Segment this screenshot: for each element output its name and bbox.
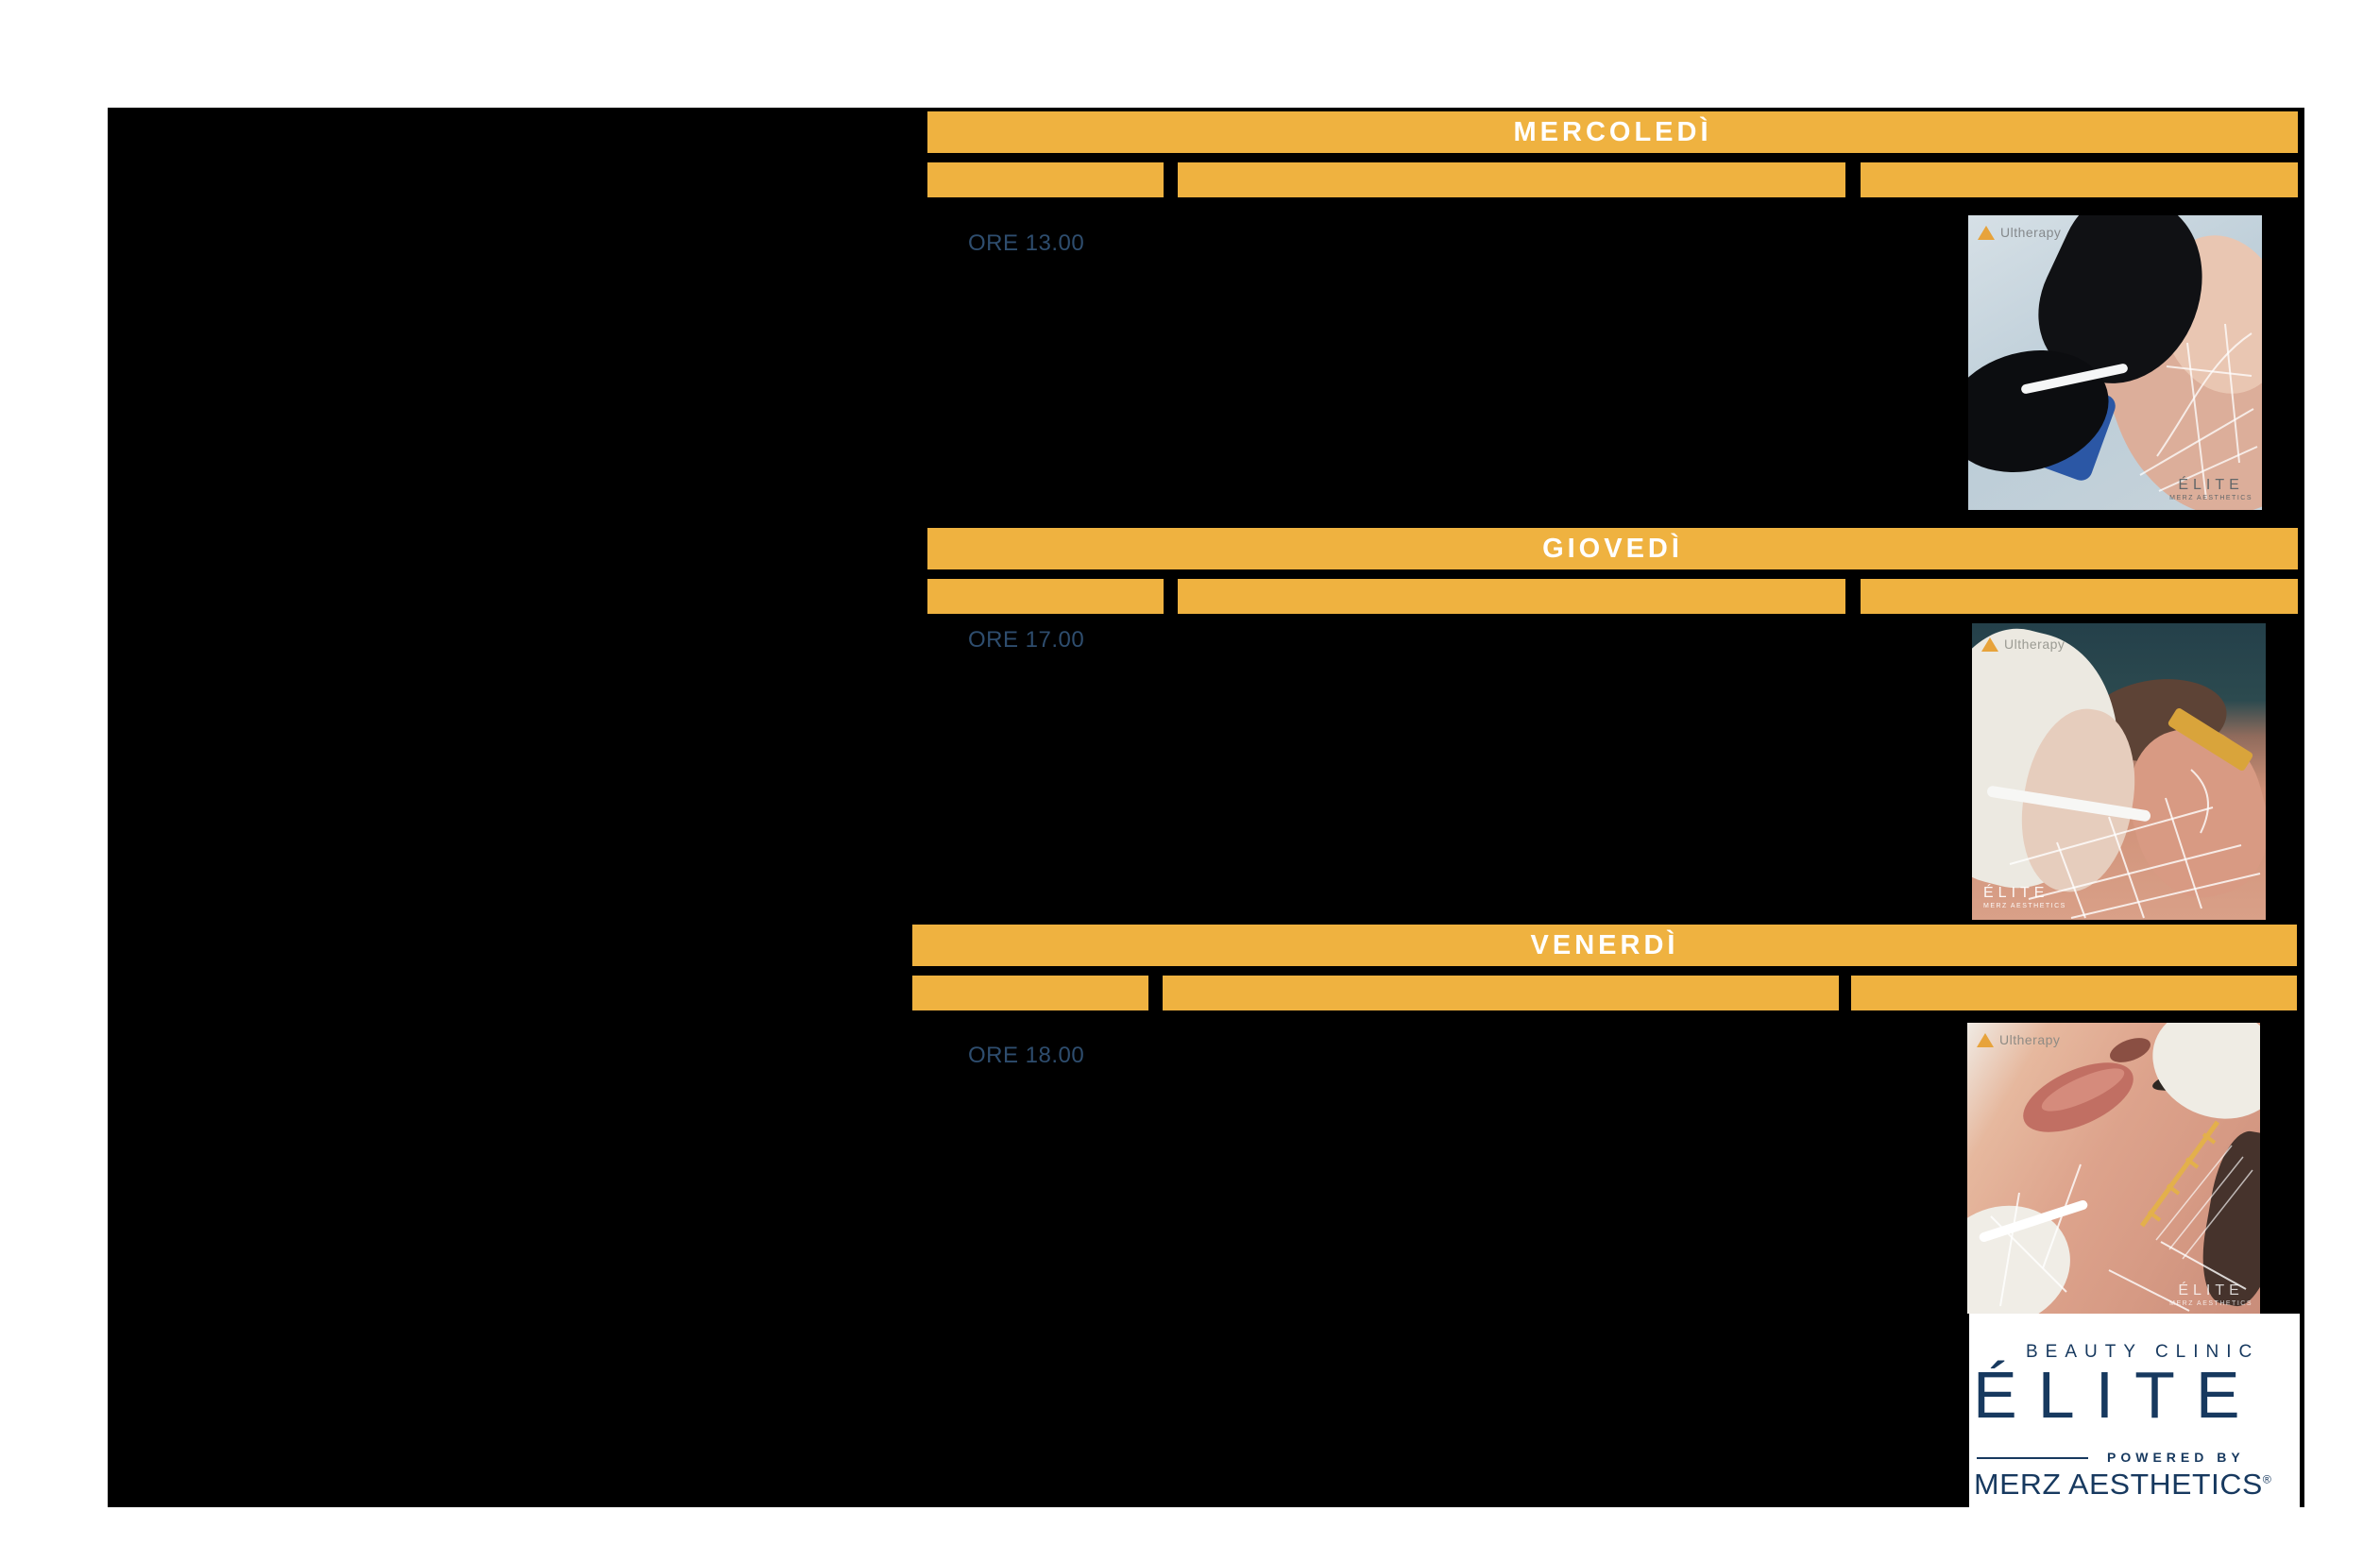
watermark-merz-text: MERZ AESTHETICS xyxy=(2169,495,2252,502)
photo2-ultherapy-logo: Ultherapy xyxy=(1981,637,2065,652)
photo1-ultherapy-logo: Ultherapy xyxy=(1978,225,2061,240)
watermark-elite-text: ÉLITE xyxy=(2178,476,2244,493)
ultherapy-brand-text: Ultherapy xyxy=(2004,637,2066,652)
day-header-giovedi: GIOVEDÌ xyxy=(927,528,2298,569)
mercoledi-subheader-bar-1 xyxy=(927,162,1164,197)
venerdi-subheader-bar-1 xyxy=(912,976,1148,1010)
treatment-photo-mercoledi: Ultherapy ÉLITE MERZ AESTHETICS xyxy=(1968,215,2262,510)
venerdi-subheader-bar-3 xyxy=(1851,976,2297,1010)
mercoledi-subheader-bar-3 xyxy=(1861,162,2298,197)
ultherapy-brand-text: Ultherapy xyxy=(1999,1032,2061,1047)
treatment-photo-giovedi: Ultherapy ÉLITE MERZ AESTHETICS xyxy=(1972,623,2266,920)
elite-clinic-logo: BEAUTY CLINIC ÉLITE POWERED BY MERZ AEST… xyxy=(1969,1314,2300,1507)
venerdi-time-label: ORE 18.00 xyxy=(968,1043,1085,1068)
watermark-merz-text: MERZ AESTHETICS xyxy=(1983,903,2066,910)
ultherapy-triangle-icon xyxy=(1981,637,1998,652)
logo-divider-line xyxy=(1977,1457,2088,1459)
merz-brand-text: MERZ AESTHETICS xyxy=(1974,1468,2263,1501)
watermark-merz-text: MERZ AESTHETICS xyxy=(2169,1300,2252,1308)
registered-mark: ® xyxy=(2262,1472,2272,1486)
logo-tagline-beauty-clinic: BEAUTY CLINIC xyxy=(2026,1342,2260,1362)
day-header-mercoledi: MERCOLEDÌ xyxy=(927,111,2298,153)
venerdi-subheader-bar-2 xyxy=(1163,976,1839,1010)
day-title-mercoledi: MERCOLEDÌ xyxy=(1513,116,1712,147)
logo-powered-by: POWERED BY xyxy=(2107,1450,2245,1465)
day-header-venerdi: VENERDÌ xyxy=(912,925,2297,966)
treatment-photo-venerdi: Ultherapy ÉLITE MERZ AESTHETICS xyxy=(1967,1023,2260,1314)
watermark-elite-text: ÉLITE xyxy=(2178,1282,2244,1299)
photo3-ultherapy-logo: Ultherapy xyxy=(1977,1032,2060,1047)
black-background-panel xyxy=(108,108,2304,1507)
photo3-treatment-lines xyxy=(1990,1120,2253,1312)
ultherapy-triangle-icon xyxy=(1977,1032,1994,1047)
day-title-giovedi: GIOVEDÌ xyxy=(1542,533,1683,564)
mercoledi-subheader-bar-2 xyxy=(1178,162,1845,197)
logo-name-elite: ÉLITE xyxy=(1973,1358,2261,1432)
watermark-elite-text: ÉLITE xyxy=(1983,884,2049,901)
photo1-elite-watermark: ÉLITE MERZ AESTHETICS xyxy=(2169,477,2252,502)
photo2-treatment-lines xyxy=(2009,769,2261,919)
giovedi-subheader-bar-2 xyxy=(1178,579,1845,614)
photo2-elite-watermark: ÉLITE MERZ AESTHETICS xyxy=(1983,885,2066,910)
photo3-elite-watermark: ÉLITE MERZ AESTHETICS xyxy=(2169,1282,2252,1308)
logo-merz-aesthetics: MERZ AESTHETICS® xyxy=(1974,1468,2271,1502)
photo1-treatment-lines xyxy=(2139,323,2258,500)
ultherapy-triangle-icon xyxy=(1978,225,1995,240)
day-title-venerdi: VENERDÌ xyxy=(1530,929,1679,960)
mercoledi-time-label: ORE 13.00 xyxy=(968,230,1085,256)
giovedi-time-label: ORE 17.00 xyxy=(968,627,1085,653)
giovedi-subheader-bar-3 xyxy=(1861,579,2298,614)
giovedi-subheader-bar-1 xyxy=(927,579,1164,614)
ultherapy-brand-text: Ultherapy xyxy=(2000,225,2062,240)
